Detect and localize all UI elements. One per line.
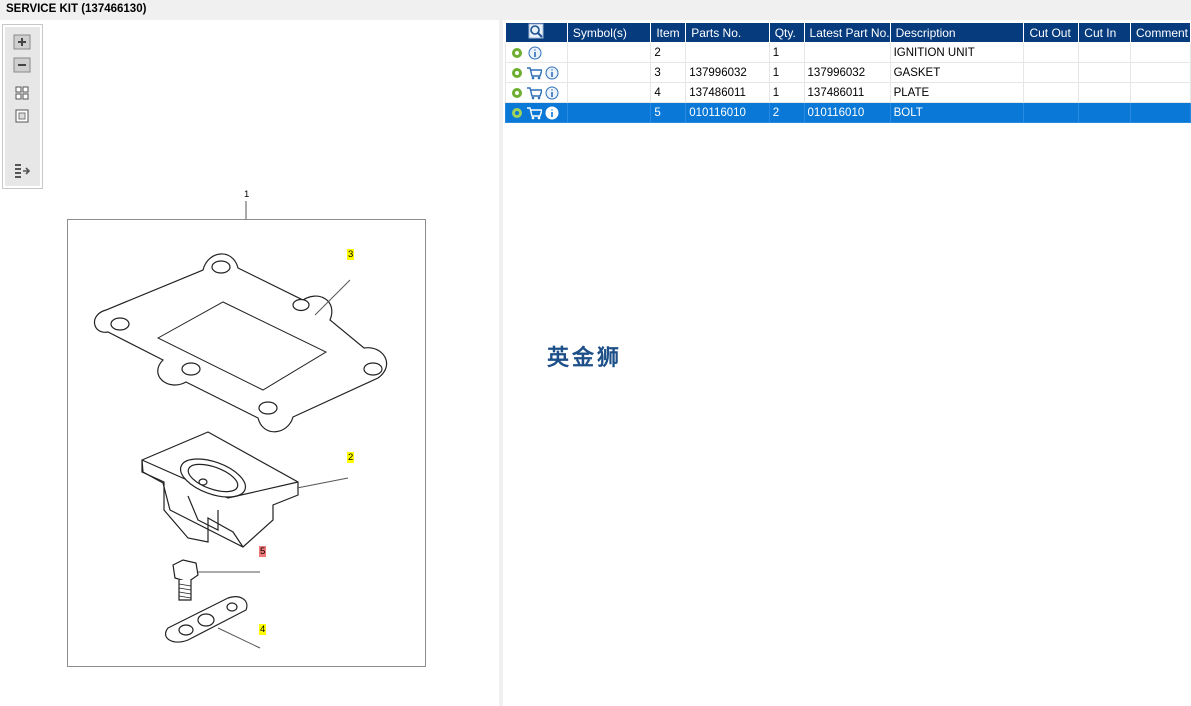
column-cut-in[interactable]: Cut In xyxy=(1078,22,1131,43)
cell-description: PLATE xyxy=(889,82,1025,103)
cell-cut-out xyxy=(1023,82,1080,103)
zoom-out-icon xyxy=(13,57,31,73)
zoom-out-button[interactable] xyxy=(12,56,32,74)
row-icons xyxy=(505,62,568,83)
plate-part xyxy=(165,596,248,643)
gear-icon[interactable] xyxy=(511,87,523,99)
cell-description: IGNITION UNIT xyxy=(889,42,1025,63)
cell-qty: 1 xyxy=(768,42,805,63)
cell-qty: 1 xyxy=(768,62,805,83)
window-titlebar: SERVICE KIT (137466130) xyxy=(0,0,1191,21)
column-cut-out[interactable]: Cut Out xyxy=(1023,22,1080,43)
table-row[interactable]: 4 137486011 1 137486011 PLATE xyxy=(505,82,1191,103)
cell-item: 2 xyxy=(650,42,687,63)
cell-cut-in xyxy=(1078,82,1131,103)
cell-item: 4 xyxy=(650,82,687,103)
cell-qty: 1 xyxy=(768,82,805,103)
table-header-row: Symbol(s) Item Parts No. Qty. Latest Par… xyxy=(505,22,1191,43)
column-comment[interactable]: Comment xyxy=(1129,22,1191,43)
cell-comment xyxy=(1129,82,1191,103)
ignition-unit-part xyxy=(141,431,299,548)
cell-symbols xyxy=(566,62,652,83)
table-row[interactable]: 3 137996032 1 137996032 GASKET xyxy=(505,62,1191,83)
cell-cut-in xyxy=(1078,102,1131,123)
actual-size-icon xyxy=(15,109,29,123)
cell-latest-part-no xyxy=(803,42,891,63)
callout-2[interactable]: 2 xyxy=(347,452,355,463)
assembly-label: 1 xyxy=(244,189,250,200)
column-symbols[interactable]: Symbol(s) xyxy=(566,22,652,43)
search-column-header[interactable] xyxy=(505,22,568,43)
cell-qty: 2 xyxy=(768,102,805,123)
cell-symbols xyxy=(566,102,652,123)
column-latest-part-no[interactable]: Latest Part No. xyxy=(803,22,891,43)
fit-all-icon xyxy=(15,86,29,100)
exploded-view-drawing[interactable] xyxy=(67,219,426,667)
row-icons xyxy=(505,42,568,63)
gear-icon[interactable] xyxy=(511,107,523,119)
page-title: SERVICE KIT (137466130) xyxy=(6,3,147,15)
cell-description: GASKET xyxy=(889,62,1025,83)
cell-symbols xyxy=(566,82,652,103)
cell-cut-in xyxy=(1078,42,1131,63)
gear-icon[interactable] xyxy=(511,47,523,59)
search-icon xyxy=(528,23,544,39)
cell-cut-out xyxy=(1023,62,1080,83)
cell-item: 5 xyxy=(650,102,687,123)
callout-5[interactable]: 5 xyxy=(259,546,267,557)
row-icons xyxy=(505,102,568,123)
cell-parts-no: 137486011 xyxy=(685,82,770,103)
drawing-panel[interactable]: 1 xyxy=(0,20,499,706)
cell-parts-no: 010116010 xyxy=(685,102,770,123)
cell-latest-part-no: 137996032 xyxy=(803,62,891,83)
cell-parts-no: 137996032 xyxy=(685,62,770,83)
cell-parts-no xyxy=(685,42,770,63)
actual-size-button[interactable] xyxy=(12,107,32,125)
cell-cut-out xyxy=(1023,102,1080,123)
info-icon[interactable] xyxy=(528,46,542,60)
assembly-leader xyxy=(245,201,247,219)
cell-comment xyxy=(1129,102,1191,123)
fit-all-button[interactable] xyxy=(12,84,32,102)
view-toolbar xyxy=(2,24,43,189)
cart-icon[interactable] xyxy=(526,106,542,120)
table-row-selected[interactable]: 5 010116010 2 010116010 BOLT xyxy=(505,102,1191,123)
toggle-list-button[interactable] xyxy=(12,161,32,179)
info-icon[interactable] xyxy=(545,86,559,100)
zoom-in-button[interactable] xyxy=(12,33,32,51)
cell-latest-part-no: 137486011 xyxy=(803,82,891,103)
zoom-in-icon xyxy=(13,34,31,50)
column-parts-no[interactable]: Parts No. xyxy=(685,22,770,43)
cell-symbols xyxy=(566,42,652,63)
cell-cut-in xyxy=(1078,62,1131,83)
cell-comment xyxy=(1129,62,1191,83)
column-item[interactable]: Item xyxy=(650,22,687,43)
cart-icon[interactable] xyxy=(526,86,542,100)
callout-4[interactable]: 4 xyxy=(259,624,267,635)
cart-icon[interactable] xyxy=(526,66,542,80)
gasket-part xyxy=(94,253,388,433)
exploded-view-svg xyxy=(94,253,388,649)
parts-table: Symbol(s) Item Parts No. Qty. Latest Par… xyxy=(505,22,1191,123)
parts-list-panel: Symbol(s) Item Parts No. Qty. Latest Par… xyxy=(503,20,1191,706)
cell-item: 3 xyxy=(650,62,687,83)
list-arrow-icon xyxy=(15,164,31,178)
info-icon[interactable] xyxy=(545,106,559,120)
cell-cut-out xyxy=(1023,42,1080,63)
cell-latest-part-no: 010116010 xyxy=(803,102,891,123)
callout-3[interactable]: 3 xyxy=(347,249,355,260)
info-icon[interactable] xyxy=(545,66,559,80)
cell-description: BOLT xyxy=(889,102,1025,123)
column-qty[interactable]: Qty. xyxy=(768,22,805,43)
watermark-logo: 英金狮 xyxy=(547,346,623,371)
gear-icon[interactable] xyxy=(511,67,523,79)
panel-splitter[interactable] xyxy=(499,20,503,706)
cell-comment xyxy=(1129,42,1191,63)
row-icons xyxy=(505,82,568,103)
column-description[interactable]: Description xyxy=(889,22,1025,43)
bolt-part xyxy=(172,559,199,601)
table-row[interactable]: 2 1 IGNITION UNIT xyxy=(505,42,1191,63)
